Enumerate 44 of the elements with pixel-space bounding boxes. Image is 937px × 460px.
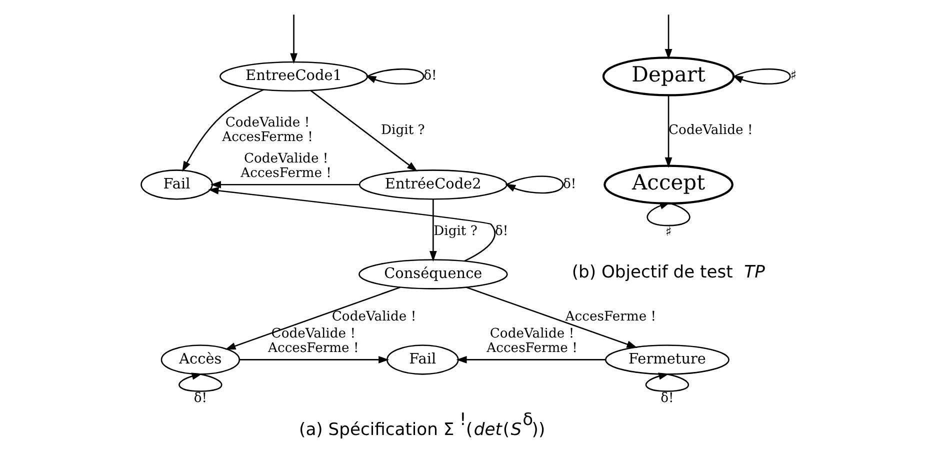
edge-label: δ! (494, 224, 508, 239)
edge-label: CodeValide ! AccesFerme ! (222, 116, 312, 146)
arrow (239, 356, 389, 364)
arrow (664, 14, 672, 60)
arrow (310, 90, 418, 172)
node-ellipse: Depart (602, 56, 734, 96)
arrow (210, 180, 359, 188)
edge-label: CodeValide ! (331, 309, 416, 324)
edge-label: Digit ? (380, 122, 424, 138)
label: (b) Objectif de test TP (571, 262, 764, 282)
edge-label: ♯ (790, 68, 796, 84)
arrow (182, 89, 264, 172)
arrow (208, 187, 495, 262)
edge-label: CodeValide ! AccesFerme ! (240, 151, 331, 181)
node-ellipse: Accept (603, 164, 733, 204)
arrow (644, 372, 688, 392)
node-ellipse: Conséquence (358, 259, 508, 290)
arrow (428, 199, 436, 262)
arrow (456, 356, 606, 364)
arrow (504, 176, 564, 194)
edge-label: δ! (193, 390, 207, 406)
arrow (365, 68, 424, 84)
edge-label: ♯ (664, 225, 672, 240)
edge-label: AccesFerme ! (564, 309, 656, 324)
node-ellipse: Fermeture (604, 344, 729, 375)
edge-label: δ! (660, 390, 674, 406)
arrow (732, 68, 790, 84)
edge-label: CodeValide ! (668, 122, 752, 138)
arrow (178, 372, 222, 392)
arrow (646, 202, 690, 226)
edge-label: CodeValide ! AccesFerme ! (486, 326, 577, 356)
arrow (290, 14, 297, 64)
node-ellipse: EntréeCode2 (358, 170, 507, 200)
node-ellipse: Fail (386, 344, 458, 375)
arrow (224, 286, 400, 350)
node-ellipse: Fail (140, 170, 212, 200)
edge-label: CodeValide ! AccesFerme ! (268, 326, 358, 356)
node-ellipse: Accès (160, 344, 240, 375)
arrow (466, 286, 637, 348)
edge-label: δ! (562, 176, 576, 192)
arrow (664, 95, 672, 168)
edge-label: Digit ? (433, 224, 477, 239)
edge-label: δ! (423, 68, 436, 84)
node-ellipse: EntreeCode1 (219, 61, 368, 92)
